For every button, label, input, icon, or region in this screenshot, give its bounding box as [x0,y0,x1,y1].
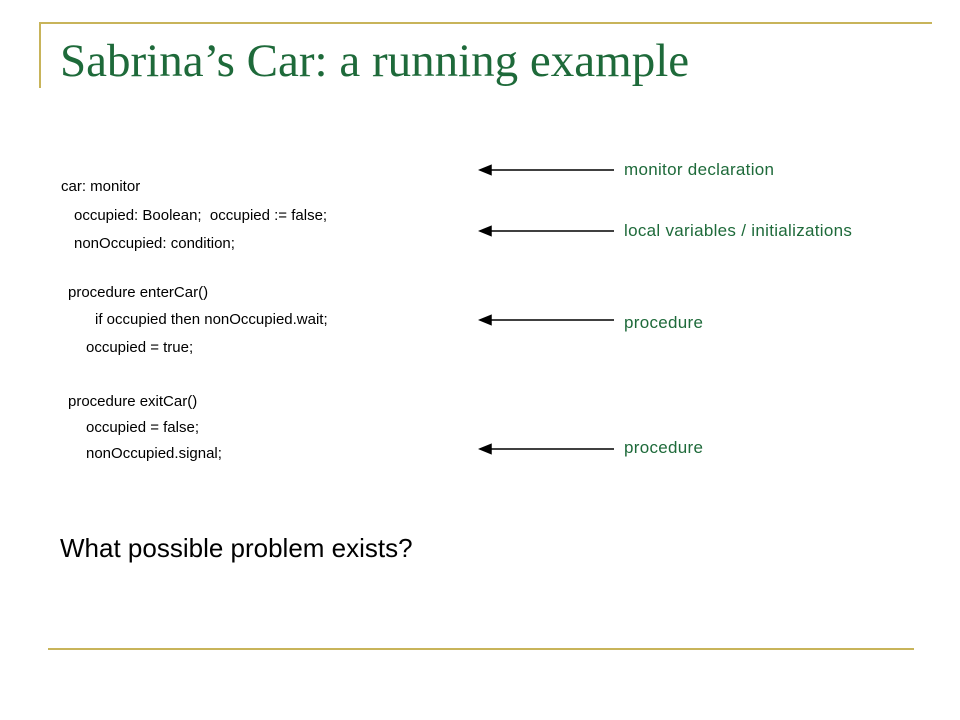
code-line: nonOccupied.signal; [86,445,222,462]
code-line: nonOccupied: condition; [74,235,235,252]
code-block: car: monitor occupied: Boolean; occupied… [0,0,520,480]
arrow-head [478,443,492,455]
arrow-head [478,225,492,237]
code-line: if occupied then nonOccupied.wait; [95,311,328,328]
code-line: car: monitor [61,178,141,195]
code-line: occupied = false; [86,419,199,436]
code-line: procedure exitCar() [68,393,198,410]
annotation-procedure: procedure [624,313,704,332]
annotation-procedure: procedure [624,438,704,457]
slide-title: Sabrina’s Car: a running example [60,35,690,87]
annotation-local-variables: local variables / initializations [624,221,853,240]
question-text: What possible problem exists? [60,533,413,563]
title-vertical-rule [39,22,41,88]
top-rule [39,22,932,24]
arrow-head [478,314,492,326]
bottom-rule [48,648,914,650]
arrow-head [478,164,492,176]
code-line: occupied = true; [86,339,194,356]
code-line: procedure enterCar() [68,284,209,301]
annotation-monitor-declaration: monitor declaration [624,160,775,179]
code-line: occupied: Boolean; occupied := false; [74,207,328,224]
